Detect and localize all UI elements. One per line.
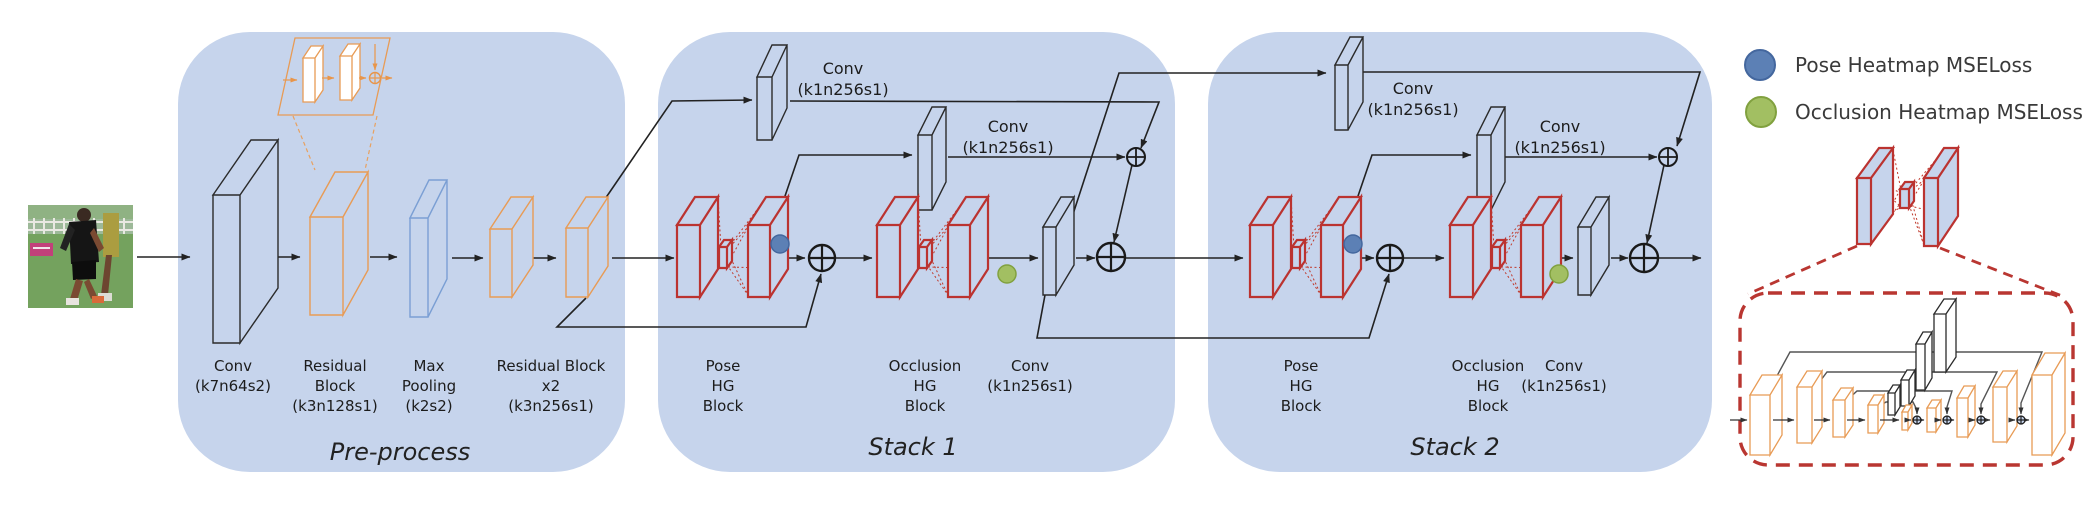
preprocess-section: Conv (k7n64s2) Residual Block (k3n128s1)… <box>137 37 823 466</box>
stack2-top-conv-label: Conv <box>1393 79 1434 98</box>
svg-text:Block: Block <box>1281 397 1322 415</box>
hourglass-detail <box>1730 144 2075 467</box>
occlusion-loss-legend-icon <box>1745 96 1777 128</box>
residual2-label: Residual Block <box>497 357 606 375</box>
pose-loss-legend-label: Pose Heatmap MSELoss <box>1795 53 2032 77</box>
stack1-out-conv-slab <box>1041 194 1076 298</box>
svg-text:(k1n256s1): (k1n256s1) <box>797 80 888 99</box>
svg-text:(k7n64s2): (k7n64s2) <box>195 377 271 395</box>
occlusion-loss-dot-1 <box>997 264 1017 284</box>
hourglass-detail-box <box>1738 291 2075 467</box>
svg-text:(k3n128s1): (k3n128s1) <box>292 397 377 415</box>
detail-add-nodes <box>1912 415 2026 425</box>
inset-conv-slab-2 <box>338 41 362 103</box>
svg-text:(k2s2): (k2s2) <box>405 397 452 415</box>
svg-text:Pooling: Pooling <box>402 377 456 395</box>
residual-block-slab <box>308 169 370 318</box>
add-node-2a <box>1375 243 1405 273</box>
legend: Pose Heatmap MSELoss Occlusion Heatmap M… <box>1744 49 2083 128</box>
svg-text:(k1n256s1): (k1n256s1) <box>1514 138 1605 157</box>
inset-conv-slab-1 <box>301 43 325 105</box>
stack2-out-conv-slab <box>1576 194 1611 298</box>
input-image <box>28 205 133 308</box>
preprocess-arrows <box>137 96 823 328</box>
residual-x2-slab-2 <box>564 194 610 300</box>
occlusion-hg-block-1 <box>874 193 991 301</box>
stack2-mid-conv-label: Conv <box>1540 117 1581 136</box>
svg-text:(k1n256s1): (k1n256s1) <box>962 138 1053 157</box>
stack1-out-conv-label: Conv <box>1011 357 1049 375</box>
conv-label: Conv <box>214 357 252 375</box>
svg-text:Block: Block <box>1468 397 1509 415</box>
field-sign <box>30 243 53 256</box>
stack2-section-title: Stack 2 <box>1410 433 1499 461</box>
svg-text:(k1n256s1): (k1n256s1) <box>987 377 1072 395</box>
stack1-section-title: Stack 1 <box>868 433 957 461</box>
stack1-top-conv-slab <box>755 44 789 141</box>
pose-loss-legend-icon <box>1744 49 1776 81</box>
inset-add-icon <box>368 71 382 85</box>
add-node-2b <box>1628 242 1660 274</box>
stack2-pose-label: Pose <box>1284 357 1319 375</box>
stack2-out-conv-label: Conv <box>1545 357 1583 375</box>
stack2-labels: Conv (k1n256s1) Conv (k1n256s1) Pose HG … <box>1281 79 1607 461</box>
stack2-section: Conv (k1n256s1) Conv (k1n256s1) Pose HG … <box>1247 36 1702 461</box>
add-node-1c <box>1126 147 1146 167</box>
svg-text:HG: HG <box>914 377 937 395</box>
pose-hg-block-1 <box>674 193 791 301</box>
pose-loss-dot-2 <box>1343 234 1363 254</box>
svg-text:HG: HG <box>712 377 735 395</box>
maxpool-label: Max <box>413 357 444 375</box>
add-node-1a <box>807 243 837 273</box>
stack1-occlusion-label: Occlusion <box>889 357 962 375</box>
occlusion-loss-dot-2 <box>1549 264 1569 284</box>
svg-text:x2: x2 <box>542 377 560 395</box>
svg-text:HG: HG <box>1290 377 1313 395</box>
stack1-mid-conv-label: Conv <box>988 117 1029 136</box>
preprocess-section-title: Pre-process <box>330 438 471 466</box>
svg-text:Block: Block <box>905 397 946 415</box>
detail-black-slabs <box>1886 296 1958 418</box>
svg-text:HG: HG <box>1477 377 1500 395</box>
svg-text:(k3n256s1): (k3n256s1) <box>508 397 593 415</box>
preprocess-panel <box>178 32 625 472</box>
stack1-labels: Conv (k1n256s1) Conv (k1n256s1) Pose HG … <box>703 59 1073 461</box>
conv-k7-slab <box>211 137 280 346</box>
preprocess-labels: Conv (k7n64s2) Residual Block (k3n128s1)… <box>195 357 606 466</box>
stack1-mid-conv-slab <box>916 106 948 211</box>
player-figure <box>60 208 119 305</box>
svg-text:Block: Block <box>703 397 744 415</box>
pose-hg-block-2 <box>1247 193 1364 301</box>
residual-label: Residual <box>303 357 366 375</box>
svg-text:(k1n256s1): (k1n256s1) <box>1367 100 1458 119</box>
stack1-section: Conv (k1n256s1) Conv (k1n256s1) Pose HG … <box>674 44 1390 461</box>
max-pooling-slab <box>408 179 449 318</box>
pose-loss-dot-1 <box>770 234 790 254</box>
add-node-1b <box>1095 241 1127 273</box>
svg-text:Block: Block <box>315 377 356 395</box>
residual-x2-slab-1 <box>488 194 535 300</box>
stack2-top-conv-slab <box>1333 36 1365 131</box>
residual-block-inset <box>277 37 393 171</box>
occlusion-loss-legend-label: Occlusion Heatmap MSELoss <box>1795 100 2083 124</box>
stack2-occlusion-label: Occlusion <box>1452 357 1525 375</box>
add-node-2c <box>1658 147 1678 167</box>
stack1-pose-label: Pose <box>706 357 741 375</box>
svg-text:(k1n256s1): (k1n256s1) <box>1521 377 1606 395</box>
stack1-top-conv-label: Conv <box>823 59 864 78</box>
detail-orange-slabs <box>1748 350 2067 458</box>
hourglass-icon <box>1854 144 1961 250</box>
